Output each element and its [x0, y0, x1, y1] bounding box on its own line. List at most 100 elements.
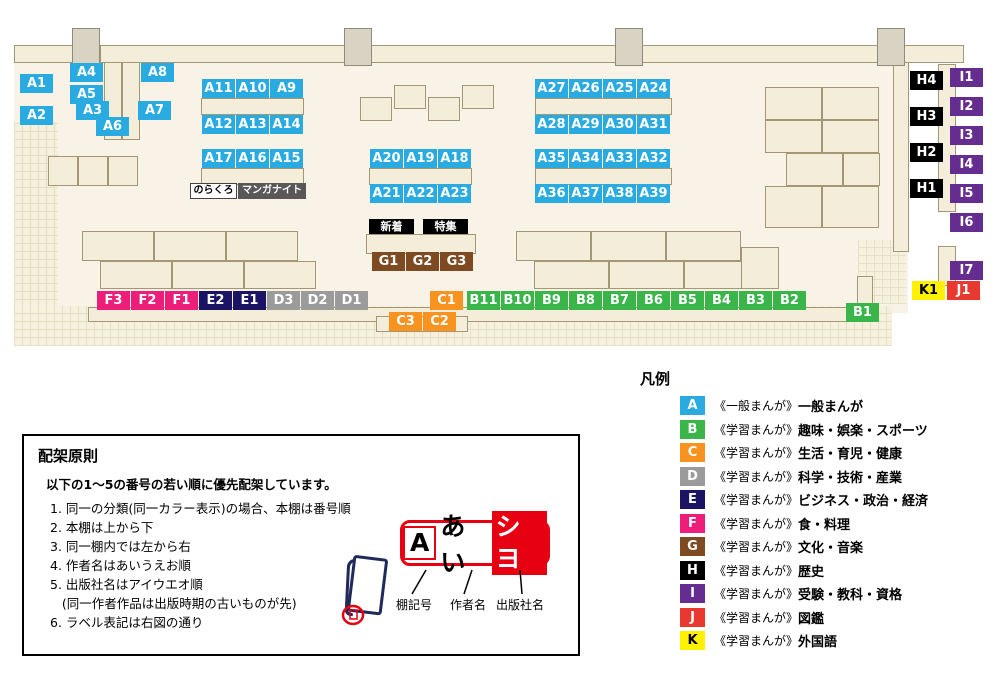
shelf-label-a22: A22: [404, 184, 437, 203]
shelf-block: [591, 231, 666, 261]
legend-prefix: 《一般まんが》: [714, 399, 799, 413]
shelf-label-b3: B3: [739, 291, 772, 310]
shelf-label-a17: A17: [202, 149, 235, 168]
legend-category-name: 科学・技術・産業: [798, 470, 903, 486]
shelf-label-a12: A12: [202, 115, 235, 134]
shelf-label-a18: A18: [438, 149, 471, 168]
shelf-block: [394, 85, 426, 109]
shelf-block: [428, 97, 460, 121]
shelf-label-a13: A13: [236, 115, 269, 134]
shelf-label-a30: A30: [603, 115, 636, 134]
shelf-label-e1: E1: [233, 291, 266, 310]
legend-category-name: 一般まんが: [798, 400, 864, 415]
legend-row-h: H《学習まんが》歴史: [680, 560, 996, 580]
shelf-label-j1: J1: [947, 281, 980, 300]
principles-rule: 6. ラベル表記は右図の通り: [50, 615, 204, 630]
label-example: A あい シヨ: [400, 511, 550, 577]
pillar: [72, 28, 100, 66]
shelf-label-i5: I5: [950, 184, 983, 203]
pillar: [877, 28, 905, 66]
shelf-block: [535, 168, 672, 185]
shelving-principles-box: 配架原則 以下の1〜5の番号の若い順に優先配架しています。 1. 同一の分類(同…: [22, 434, 580, 656]
shelf-label-a23: A23: [438, 184, 471, 203]
shelf-block: [100, 261, 172, 289]
shelf-label-h3: H3: [910, 107, 943, 126]
shelf-label-h4: H4: [910, 71, 943, 90]
shelf-label-a25: A25: [603, 79, 636, 98]
legend-row-b: B《学習まんが》趣味・娯楽・スポーツ: [680, 419, 996, 439]
shelf-label-c1: C1: [430, 291, 463, 310]
legend-category-name: 図鑑: [798, 611, 825, 627]
legend-row-e: E 《学習まんが》ビジネス・政治・経済: [680, 490, 996, 509]
legend-swatch-c: C: [680, 443, 705, 462]
shelf-label-a19: A19: [404, 149, 437, 168]
legend-category-name: 外国語: [798, 635, 838, 650]
shelf-label-a32: A32: [637, 149, 670, 168]
legend-row-f: F《学習まんが》食・料理: [680, 513, 996, 533]
legend-swatch-i: I: [680, 584, 705, 603]
shelf-label-g1: G1: [372, 252, 405, 271]
shelf-label-a14: A14: [270, 115, 303, 134]
shelf-label-i2: I2: [950, 97, 983, 116]
special-feature-label: 特集: [423, 219, 468, 234]
legend-swatch-f: F: [680, 513, 705, 533]
shelf-label-a28: A28: [535, 115, 568, 134]
shelf-block: [78, 156, 108, 186]
shelf-block: [765, 186, 822, 228]
shelf-label-f3: F3: [97, 291, 130, 310]
norakuro-label: のらくろ: [190, 183, 237, 199]
example-publisher-name: シヨ: [491, 511, 547, 575]
shelf-label-b10: B10: [501, 291, 534, 310]
legend-prefix: 《学習まんが》: [714, 446, 799, 460]
shelf-block: [843, 153, 880, 186]
shelf-label-a9: A9: [270, 79, 303, 98]
shelf-label-a33: A33: [603, 149, 636, 168]
legend-prefix: 《学習まんが》: [714, 493, 799, 507]
shelf-block: [226, 231, 298, 261]
shelf-label-a15: A15: [270, 149, 303, 168]
shelf-block: [893, 62, 909, 252]
legend-category-name: 文化・音楽: [798, 541, 864, 556]
pillar: [344, 28, 372, 66]
shelf-label-g3: G3: [440, 252, 473, 271]
shelf-label-a24: A24: [637, 79, 670, 98]
legend-row-k: K《学習まんが》外国語: [680, 631, 996, 650]
legend-row-d: D《学習まんが》科学・技術・産業: [680, 466, 996, 486]
shelf-block: [172, 261, 244, 289]
legend-prefix: 《学習まんが》: [714, 516, 799, 531]
shelf-label-i6: I6: [950, 213, 983, 232]
shelf-block: [48, 156, 78, 186]
shelf-label-a1: A1: [20, 74, 53, 93]
legend-prefix: 《学習まんが》: [714, 540, 799, 554]
shelf-label-a37: A37: [569, 184, 602, 203]
annotation-publisher: 出版社名: [496, 598, 545, 612]
shelf-block: [765, 120, 822, 153]
legend-row-j: J《学習まんが》図鑑: [680, 607, 996, 627]
shelf-block: [641, 45, 878, 63]
shelf-block: [765, 87, 822, 120]
shelf-label-a38: A38: [603, 184, 636, 203]
legend-prefix: 《学習まんが》: [714, 587, 799, 601]
shelf-label-h2: H2: [910, 143, 943, 162]
principles-rule: (同一作者作品は出版時期の古いものが先): [50, 596, 297, 611]
legend-category-name: ビジネス・政治・経済: [798, 494, 929, 509]
shelf-label-a5: A5: [70, 85, 103, 104]
example-author-name: あい: [440, 512, 466, 577]
pillar: [615, 28, 643, 66]
shelf-block: [100, 45, 346, 63]
legend-swatch-j: J: [680, 607, 705, 627]
shelf-label-a6: A6: [96, 117, 129, 136]
walkway-hatch: [14, 122, 58, 308]
principles-rule: 3. 同一棚内では左から右: [50, 539, 191, 554]
shelf-label-c3: C3: [389, 312, 422, 331]
shelf-label-a16: A16: [236, 149, 269, 168]
shelf-label-a31: A31: [637, 115, 670, 134]
manga-night-label: マンガナイト: [238, 183, 306, 199]
shelf-block: [201, 98, 304, 115]
shelf-label-a7: A7: [138, 101, 171, 120]
annotation-shelf-code: 棚記号: [396, 598, 433, 612]
legend-swatch-e: E: [680, 490, 705, 509]
